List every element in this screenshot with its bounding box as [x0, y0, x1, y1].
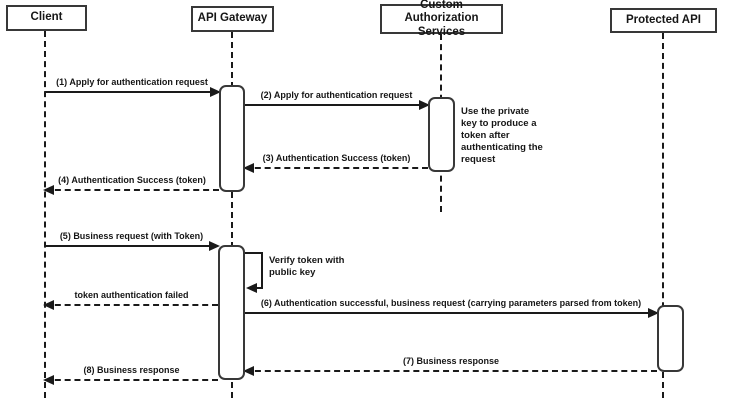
message-auth-success-token-4: (4) Authentication Success (token): [43, 175, 219, 195]
activation-api-gateway-auth: [219, 85, 245, 192]
message-business-request-token-5: (5) Business request (with Token): [45, 231, 220, 251]
message-label: (3) Authentication Success (token): [262, 153, 411, 163]
actor-protected-api[interactable]: Protected API: [610, 8, 717, 33]
message-apply-auth-request-2: (2) Apply for authentication request: [245, 90, 430, 110]
activation-api-gateway-business: [218, 245, 245, 380]
message-label: (1) Apply for authentication request: [56, 77, 208, 87]
actor-protected-api-label: Protected API: [626, 13, 701, 26]
arrowhead-left-icon: [246, 283, 257, 293]
message-arrow: [43, 300, 218, 310]
message-label: (8) Business response: [83, 365, 180, 375]
actor-custom-authorization-services-label: Custom Authorization Services: [404, 0, 479, 38]
arrowhead-left-icon: [43, 185, 54, 195]
lifeline-protected-api: [662, 33, 664, 398]
arrowhead-right-icon: [209, 241, 220, 251]
actor-client[interactable]: Client: [6, 5, 87, 31]
message-arrow: [43, 375, 218, 385]
arrowhead-left-icon: [43, 375, 54, 385]
self-message-top-line: [245, 252, 263, 254]
message-arrow: [243, 366, 657, 376]
message-arrow: [45, 241, 220, 251]
message-business-response-8: (8) Business response: [43, 365, 218, 385]
message-label: token authentication failed: [74, 290, 189, 300]
activation-custom-authorization-services: [428, 97, 455, 172]
message-arrow: [245, 100, 430, 110]
message-label: (7) Business response: [402, 356, 500, 366]
self-message-right-line: [261, 252, 263, 289]
message-label: (6) Authentication successful, business …: [260, 298, 642, 308]
message-auth-success-token-3: (3) Authentication Success (token): [243, 153, 428, 173]
actor-api-gateway[interactable]: API Gateway: [191, 6, 274, 32]
message-apply-auth-request-1: (1) Apply for authentication request: [45, 77, 221, 97]
message-token-auth-failed: token authentication failed: [43, 290, 218, 310]
arrowhead-left-icon: [243, 163, 254, 173]
message-business-response-7: (7) Business response: [243, 356, 657, 376]
arrowhead-right-icon: [419, 100, 430, 110]
activation-protected-api: [657, 305, 684, 372]
message-arrow: [45, 87, 221, 97]
actor-api-gateway-label: API Gateway: [197, 12, 268, 25]
self-message-label: Verify token with public key: [269, 255, 345, 278]
message-label: (5) Business request (with Token): [59, 231, 204, 241]
lifeline-client: [44, 31, 46, 398]
note-private-key: Use the private key to produce a token a…: [461, 106, 543, 165]
message-arrow: [43, 185, 219, 195]
lifeline-api-gateway: [231, 32, 233, 398]
arrowhead-left-icon: [43, 300, 54, 310]
message-arrow: [243, 163, 428, 173]
arrowhead-right-icon: [648, 308, 659, 318]
actor-client-label: Client: [30, 11, 63, 24]
message-auth-successful-business-request-6: (6) Authentication successful, business …: [245, 298, 659, 318]
message-label: (4) Authentication Success (token): [58, 175, 206, 185]
actor-custom-authorization-services[interactable]: Custom Authorization Services: [380, 0, 503, 38]
arrowhead-right-icon: [210, 87, 221, 97]
message-label: (2) Apply for authentication request: [260, 90, 413, 100]
arrowhead-left-icon: [243, 366, 254, 376]
message-arrow: [245, 308, 659, 318]
